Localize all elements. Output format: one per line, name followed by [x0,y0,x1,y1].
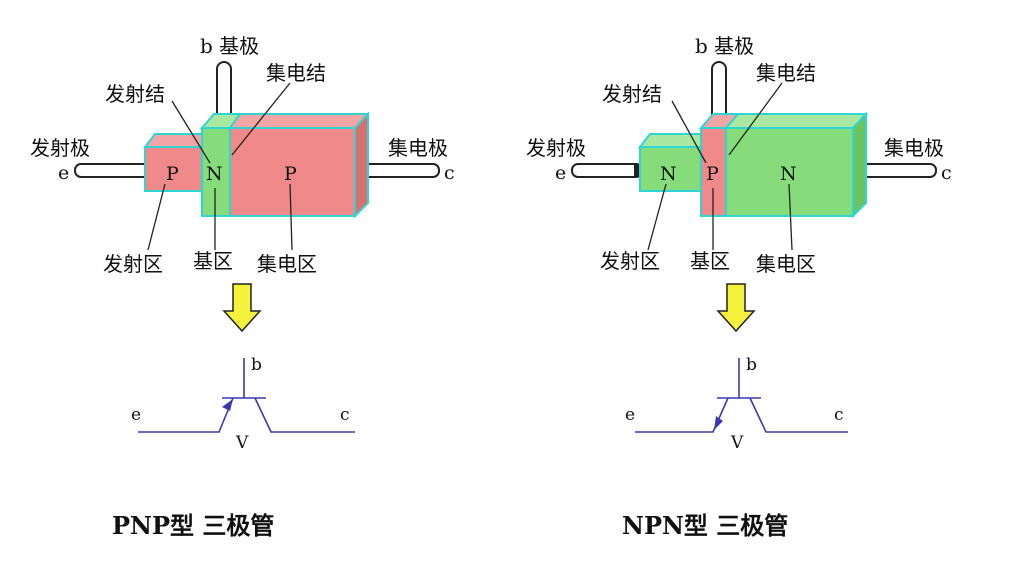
npn-emitter-electrode-label: 发射极 [526,136,586,160]
npn-emitter-region [637,133,712,192]
pnp-emitter-electrode-label: 发射极 [30,136,90,160]
pnp-collector-region [228,111,371,219]
npn-symbol-b: b [746,355,757,375]
npn-collector-junction-label: 集电结 [756,61,816,85]
pnp-symbol-e: e [131,405,141,425]
pnp-emitter-region [142,133,210,192]
pnp-emitter-region-letter: P [166,163,179,185]
pnp-base-region-label: 基区 [193,249,233,273]
pnp-symbol-c: c [340,405,350,425]
pnp-collector-junction-label: 集电结 [266,61,326,85]
pnp-symbol-b: b [251,355,262,375]
pnp-symbol: b e c V [131,355,355,453]
npn-symbol: b e c V [625,355,848,453]
pnp-base-label: b 基极 [200,34,259,58]
npn-symbol-c: c [834,405,844,425]
npn-emitter-region-letter: N [660,163,677,185]
npn-emitter-terminal: e [555,162,566,184]
npn-leader-lines [647,82,793,251]
npn-emitter-arrow-icon [714,416,723,430]
npn-symbol-v: V [730,433,744,453]
pnp-collector-electrode-label: 集电极 [388,136,448,160]
npn-base-region-letter: P [706,163,719,185]
npn-symbol-e: e [625,405,635,425]
npn-emitter-junction-label: 发射结 [602,82,662,106]
pnp-symbol-v: V [235,433,249,453]
npn-collector-electrode-label: 集电极 [884,136,944,160]
pnp-down-arrow [222,283,262,333]
npn-emitter-region-label: 发射区 [600,249,660,273]
npn-base-label: b 基极 [695,34,754,58]
npn-base-region-label: 基区 [690,249,730,273]
pnp-emitter-region-label: 发射区 [103,252,163,276]
pnp-emitter-arrow-icon [222,399,233,411]
npn-collector-region [723,111,869,219]
pnp-emitter-junction-label: 发射结 [105,82,165,106]
npn-caption: NPN型 三极管 [622,511,788,540]
pnp-caption: PNP型 三极管 [112,511,274,540]
pnp-collector-region-letter: P [284,163,297,185]
pnp-collector-region-label: 集电区 [257,252,317,276]
npn-emitter-rod [571,163,644,178]
npn-collector-region-label: 集电区 [756,252,816,276]
pnp-leader-lines [147,82,293,251]
pnp-structure: b 基极 集电结 发射结 发射极 集电极 e c P N P 发射区 基区 集电… [30,34,455,276]
pnp-collector-terminal: c [444,162,455,184]
npn-collector-region-letter: N [780,163,797,185]
pnp-base-region-letter: N [206,163,223,185]
pnp-emitter-terminal: e [58,162,69,184]
npn-down-arrow [716,283,756,333]
npn-structure: b 基极 集电结 发射结 发射极 集电极 e c N P N 发射区 基区 集电… [526,34,952,276]
npn-collector-terminal: c [941,162,952,184]
